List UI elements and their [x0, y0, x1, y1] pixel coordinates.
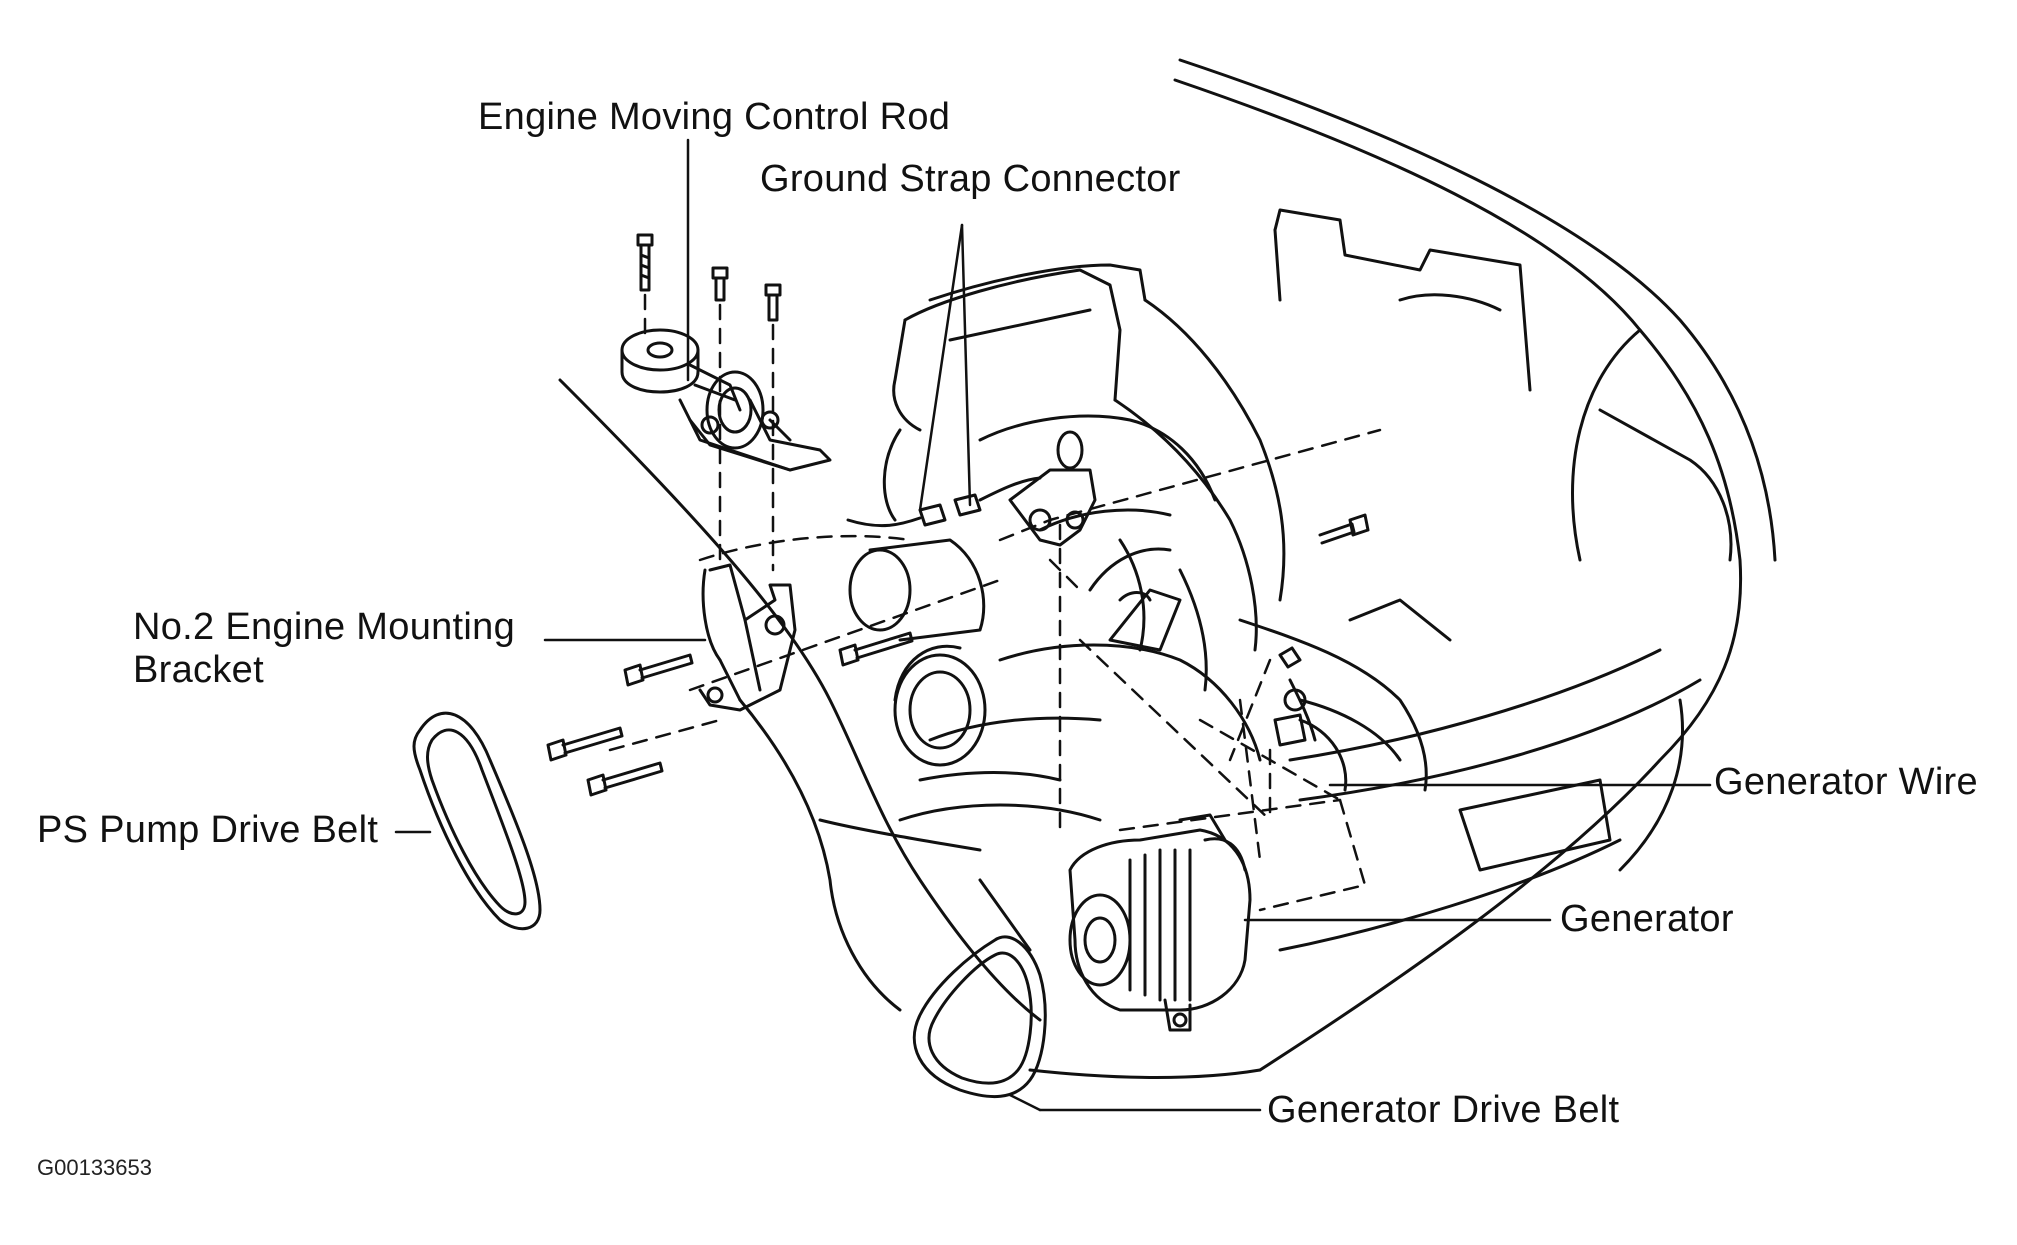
generator-drive-belt [912, 935, 1047, 1099]
label-generator-drive-belt: Generator Drive Belt [1267, 1089, 1620, 1131]
no2-engine-mounting-bracket [698, 563, 797, 712]
bracket-bolts [546, 513, 1370, 797]
generator-wire-connector [1273, 678, 1348, 792]
vehicle-body-outline [1028, 58, 1777, 1079]
figure-code: G00133653 [37, 1155, 152, 1180]
label-ps-pump-drive-belt: PS Pump Drive Belt [37, 809, 379, 851]
lower-body-outline [558, 378, 1042, 1022]
engine-block [882, 263, 1452, 822]
ps-pump-drive-belt [412, 711, 542, 931]
engine-moving-control-rod [620, 328, 832, 472]
crank-pulley [848, 538, 987, 767]
label-ground-strap-connector: Ground Strap Connector [760, 158, 1181, 200]
dashed-guide-lines [608, 293, 1382, 912]
ground-strap-connector [846, 430, 1097, 547]
rod-bolts [636, 233, 782, 322]
label-generator: Generator [1560, 898, 1734, 940]
label-engine-moving-control-rod: Engine Moving Control Rod [478, 96, 951, 138]
label-generator-wire: Generator Wire [1714, 761, 1978, 803]
label-no2-engine-mounting-bracket-line1: No.2 Engine Mounting [133, 606, 516, 648]
leader-lines [394, 138, 1712, 1112]
label-no2-engine-mounting-bracket-line2: Bracket [133, 649, 264, 691]
generator-body [1068, 813, 1252, 1032]
